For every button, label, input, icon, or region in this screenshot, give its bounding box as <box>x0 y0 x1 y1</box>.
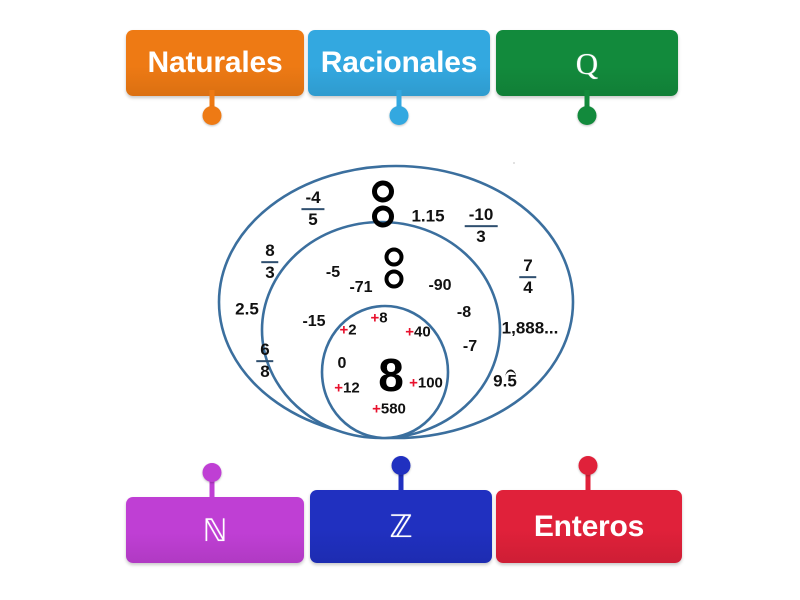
pin-ball <box>389 106 409 125</box>
label-card-text: Enteros <box>533 509 645 543</box>
connector-pin-z <box>389 452 413 496</box>
label-card-z[interactable]: ℤ <box>310 490 492 563</box>
pin-stem <box>398 468 404 496</box>
pin-ball <box>391 456 411 475</box>
pin-ball <box>577 106 597 125</box>
venn-marker-outer <box>372 180 394 228</box>
venn-value-v-plus40: +40 <box>405 323 431 341</box>
venn-value-v-plus2: +2 <box>339 321 357 339</box>
dust-speck <box>513 162 515 164</box>
ring-icon <box>384 247 404 267</box>
venn-value-v-plus580: +580 <box>372 400 406 418</box>
pin-stem <box>396 90 402 112</box>
pin-ball <box>202 106 222 125</box>
venn-value-v-9-5-rep: 9.5 <box>493 369 517 391</box>
venn-value-v-plus12: +12 <box>334 379 360 397</box>
fraction-denominator: 8 <box>256 360 274 381</box>
fraction-numerator: 7 <box>523 256 533 276</box>
label-card-enteros[interactable]: Enteros <box>496 490 682 563</box>
venn-marker-inner-glyph: 8 <box>378 349 404 401</box>
label-card-racionales[interactable]: Racionales <box>308 30 490 96</box>
fraction-denominator: 3 <box>261 261 279 282</box>
venn-marker-middle <box>384 247 404 289</box>
fraction-denominator: 3 <box>464 225 498 246</box>
connector-pin-racionales <box>387 90 411 130</box>
ring-icon <box>372 180 394 203</box>
pin-ball <box>578 456 598 475</box>
venn-value-v-minus7: -7 <box>462 338 478 355</box>
label-card-text: Naturales <box>147 46 283 79</box>
label-card-text: Racionales <box>320 46 478 79</box>
fraction-numerator: -4 <box>305 188 321 208</box>
connector-pin-naturales <box>200 90 224 130</box>
pin-stem <box>585 468 591 496</box>
ring-icon <box>384 269 404 289</box>
label-card-text: ℕ <box>202 512 228 548</box>
venn-value-v-minus71: -71 <box>349 279 373 296</box>
pin-stem <box>209 90 215 112</box>
venn-value-v-minus5: -5 <box>325 264 341 281</box>
label-card-q[interactable]: Q <box>496 30 678 96</box>
fraction-numerator: -10 <box>468 205 494 225</box>
label-card-naturales[interactable]: Naturales <box>126 30 304 96</box>
label-card-text: Q <box>575 45 599 81</box>
venn-value-v-plus8: +8 <box>370 309 388 327</box>
connector-pin-enteros <box>576 452 600 496</box>
venn-value-v-plus100: +100 <box>409 374 443 392</box>
inner-ellipse <box>320 304 450 440</box>
pin-stem <box>209 475 215 503</box>
ring-icon <box>372 205 394 228</box>
pin-ball <box>202 463 222 482</box>
venn-value-v-1888: 1,888... <box>501 318 559 338</box>
fraction-numerator: 6 <box>260 340 270 360</box>
venn-value-v-zero: 0 <box>337 355 347 372</box>
venn-value-v-2-5: 2.5 <box>235 299 259 319</box>
venn-value-v-1-15: 1.15 <box>411 206 445 226</box>
pin-stem <box>584 90 590 112</box>
fraction-denominator: 4 <box>519 276 537 297</box>
venn-value-v-minus90: -90 <box>428 277 452 294</box>
venn-value-v-minus8: -8 <box>456 304 472 321</box>
connector-pin-q <box>575 90 599 130</box>
venn-value-v-minus15: -15 <box>302 313 326 330</box>
connector-pin-n <box>200 459 224 503</box>
fraction-numerator: 8 <box>265 241 275 261</box>
label-card-text: ℤ <box>389 509 413 544</box>
fraction-denominator: 5 <box>301 208 325 229</box>
label-card-n[interactable]: ℕ <box>126 497 304 563</box>
